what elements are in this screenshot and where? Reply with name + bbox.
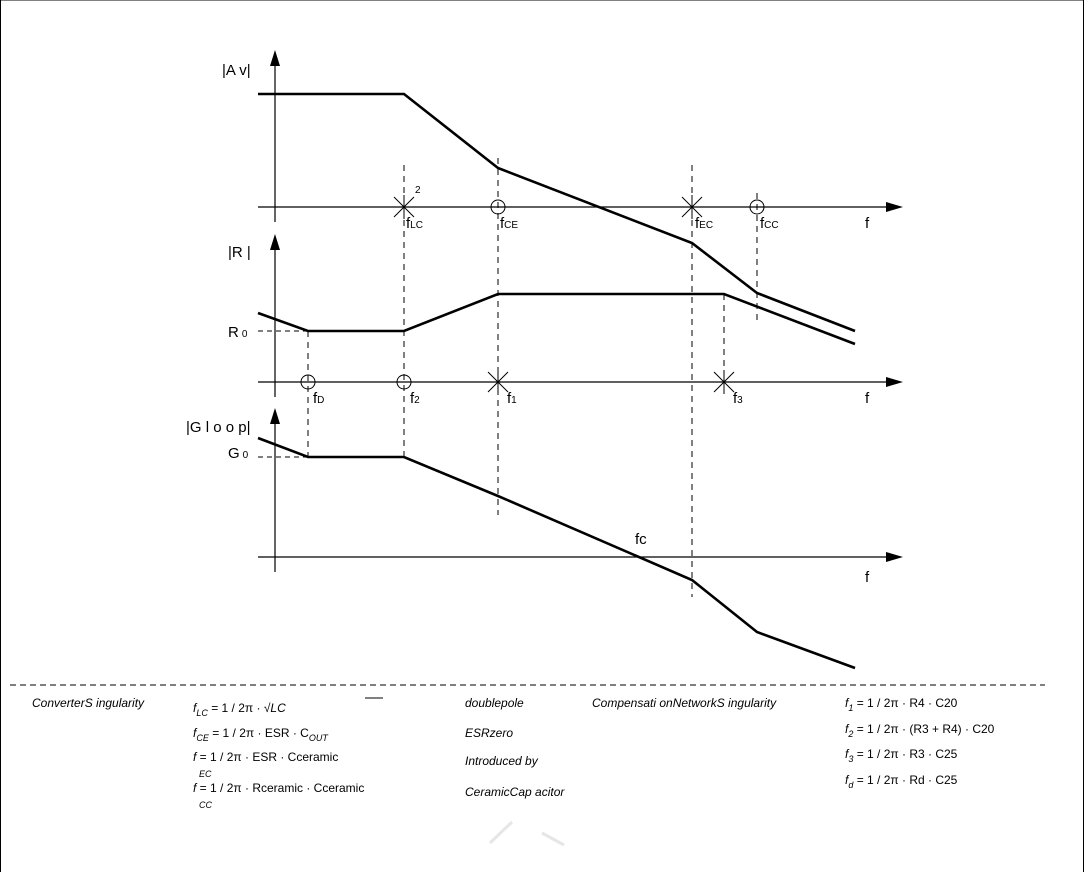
legend: ConverterS ingularity Compensati onNetwo… [32,696,995,810]
fd-label: fD [313,390,324,407]
formula-fce: fCE = 1 / 2π · ESR · COUT [193,726,329,743]
formula-fec: f = 1 / 2π · ESR · Cceramic [193,750,338,764]
av-x-label: f [865,215,870,232]
r-y-arrow [270,234,280,250]
frequency-guides [307,158,758,597]
f1-label: f1 [507,390,517,407]
formula-fcc-sub: CC [199,800,212,810]
crossover-label: fc [635,531,647,548]
formula-flc: fLC = 1 / 2π · √LC [193,701,286,718]
formula-fcc: f = 1 / 2π · Rceramic · Cceramic [193,781,364,795]
g-x-label: f [865,569,870,586]
g-x-arrow [886,552,903,562]
formula-f1: f1 = 1 / 2π · R4 · C20 [845,696,958,713]
desc-flc: doublepole [465,696,524,710]
r-x-arrow [886,377,903,387]
fce-label: fCE [500,215,518,232]
r-x-label: f [865,390,870,407]
watermark-strokes [488,820,565,847]
av-y-label: |A v| [222,62,251,79]
double-pole-superscript: 2 [415,185,421,196]
desc-fec: Introduced by [465,754,539,768]
compensation-singularity-title: Compensati onNetworkS ingularity [592,696,777,710]
r-y-label: |R | [228,244,251,261]
av-x-arrow [886,202,903,212]
f2-label: f2 [410,390,420,407]
converter-singularity-title: ConverterS ingularity [32,696,145,710]
formula-fd: fd = 1 / 2π · Rd · C25 [845,773,958,790]
g-y-label: |G l o o p| [186,419,251,436]
r-curve [257,292,856,346]
g-y-arrow [270,408,280,424]
av-curve [258,92,856,333]
flc-label: fLC [406,215,423,232]
fec-label: fEC [695,215,713,232]
gloop-curve [257,436,856,670]
formula-f2: f2 = 1 / 2π · (R3 + R4) · C20 [845,722,995,739]
desc-fce: ESRzero [465,726,513,740]
av-y-arrow [270,50,280,66]
formula-f3: f3 = 1 / 2π · R3 · C25 [845,747,958,764]
av-plot: |A v| f 2 fLC fCE fEC fCC [222,50,903,333]
formula-fec-sub: EC [199,769,212,779]
desc-fcc: CeramicCap acitor [465,785,565,799]
fcc-label: fCC [760,215,779,232]
f3-label: f3 [733,390,743,407]
